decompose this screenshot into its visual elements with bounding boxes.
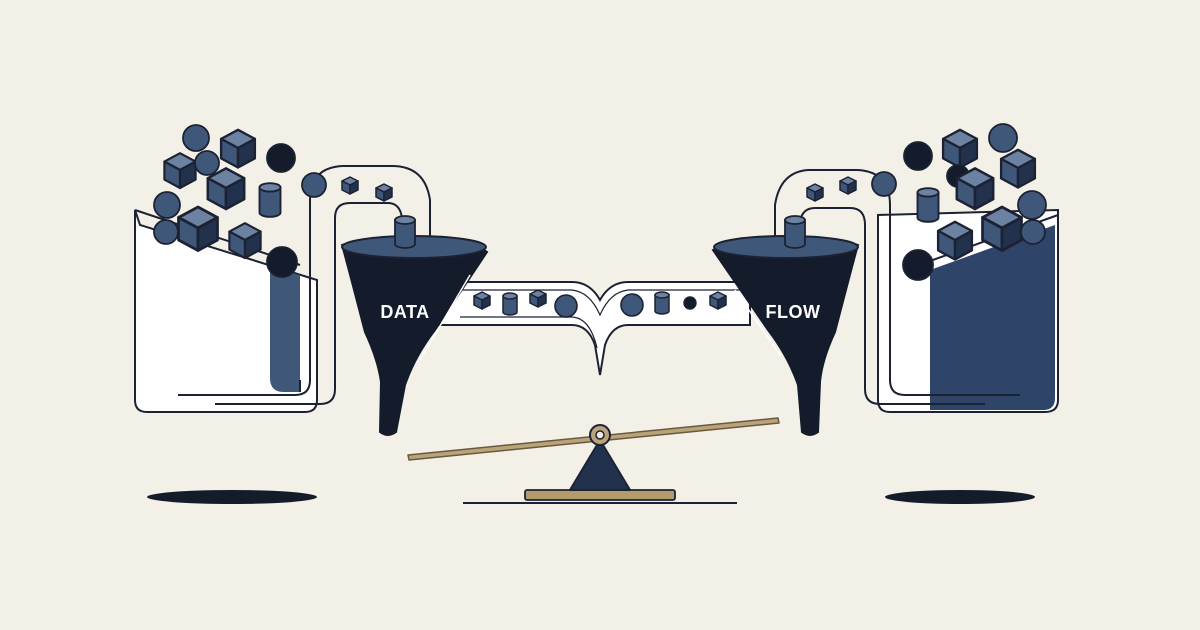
- cube-icon: [206, 167, 246, 211]
- sphere-icon: [683, 296, 697, 310]
- cube-icon: [981, 205, 1023, 252]
- cylinder-icon: [784, 215, 806, 249]
- sphere-icon: [266, 246, 298, 278]
- left-pipe-particles: [301, 172, 416, 249]
- sphere-icon: [554, 294, 578, 318]
- sphere-icon: [301, 172, 327, 198]
- cube-icon: [955, 167, 995, 211]
- cube-icon: [936, 220, 974, 261]
- sphere-icon: [153, 219, 179, 245]
- cube-icon: [219, 128, 257, 169]
- cube-icon: [341, 176, 359, 195]
- sphere-icon: [902, 249, 934, 281]
- cylinder-icon: [394, 215, 416, 249]
- cube-icon: [163, 152, 197, 190]
- sphere-icon: [182, 124, 210, 152]
- cylinder-icon: [654, 291, 670, 315]
- cylinder-icon: [502, 292, 518, 316]
- cube-icon: [806, 183, 824, 202]
- right-funnel-label: FLOW: [766, 302, 821, 322]
- left-shape-pile: [153, 124, 298, 278]
- connector-particles: [473, 289, 727, 318]
- left-floor-shadow: [147, 490, 317, 504]
- cube-icon: [473, 291, 491, 310]
- sphere-icon: [153, 191, 181, 219]
- sphere-icon: [1020, 219, 1046, 245]
- cube-icon: [839, 176, 857, 195]
- sphere-icon: [1017, 190, 1047, 220]
- seesaw-icon: [407, 417, 780, 504]
- sphere-icon: [903, 141, 933, 171]
- cube-icon: [941, 128, 979, 169]
- cube-icon: [529, 289, 547, 308]
- cube-icon: [177, 205, 219, 252]
- sphere-icon: [620, 293, 644, 317]
- sphere-icon: [194, 150, 220, 176]
- sphere-icon: [871, 171, 897, 197]
- cube-icon: [228, 222, 262, 260]
- cube-icon: [375, 183, 393, 202]
- right-floor-shadow: [885, 490, 1035, 504]
- left-funnel-label: DATA: [380, 302, 429, 322]
- right-pipe-particles: [784, 171, 897, 249]
- left-funnel-icon: DATA: [340, 235, 489, 436]
- right-funnel-icon: FLOW: [711, 235, 860, 436]
- sphere-icon: [988, 123, 1018, 153]
- cylinder-icon: [258, 182, 282, 218]
- cube-icon: [999, 148, 1037, 189]
- cube-icon: [709, 291, 727, 310]
- sphere-icon: [266, 143, 296, 173]
- cylinder-icon: [916, 187, 940, 223]
- right-shape-pile: [902, 123, 1047, 281]
